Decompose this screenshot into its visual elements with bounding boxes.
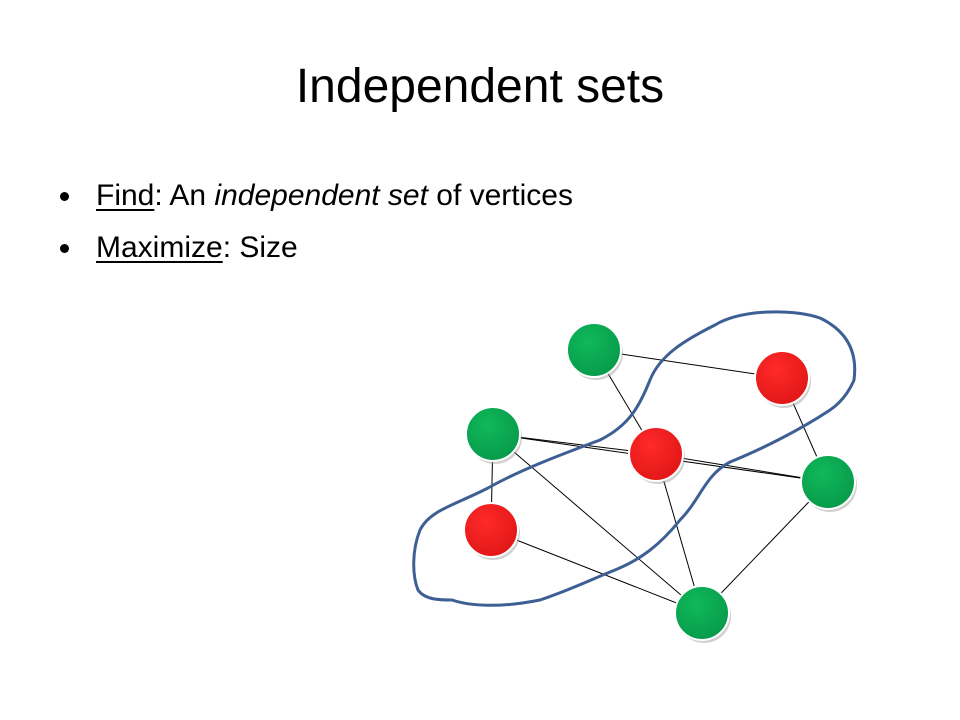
edge-A-B <box>593 349 783 379</box>
vertex-D-selected <box>628 426 684 482</box>
bullet-separator: : <box>154 179 163 212</box>
vertex-F-selected <box>463 502 519 558</box>
bullet-item-find: Find: An independent set of vertices <box>58 178 573 214</box>
bullet-text-tail: of vertices <box>427 179 573 212</box>
bullet-separator: : <box>222 231 232 264</box>
independent-set-outline <box>412 310 857 607</box>
bullet-dot-icon <box>60 244 69 253</box>
vertex-E-unselected <box>800 454 856 510</box>
vertex-G-unselected <box>674 585 730 641</box>
bullet-keyword: Find <box>96 179 155 212</box>
vertex-C-unselected <box>465 406 521 462</box>
bullet-text: Size <box>231 231 298 264</box>
slide-title: Independent sets <box>295 60 665 113</box>
bullet-dot-icon <box>60 192 69 201</box>
edge-C-G <box>492 433 703 614</box>
vertex-A-unselected <box>566 322 622 378</box>
edge-D-E <box>655 453 829 483</box>
vertex-B-selected <box>754 350 810 406</box>
bullet-text: An <box>162 179 215 212</box>
bullet-list: Find: An independent set of vertices Max… <box>58 178 573 282</box>
nodes-layer <box>463 322 857 643</box>
bullet-keyword: Maximize <box>96 231 223 264</box>
edge-E-G <box>701 481 829 614</box>
bullet-emphasis: independent set <box>214 179 428 212</box>
bullet-item-maximize: Maximize: Size <box>58 230 573 266</box>
edge-F-G <box>490 529 703 614</box>
